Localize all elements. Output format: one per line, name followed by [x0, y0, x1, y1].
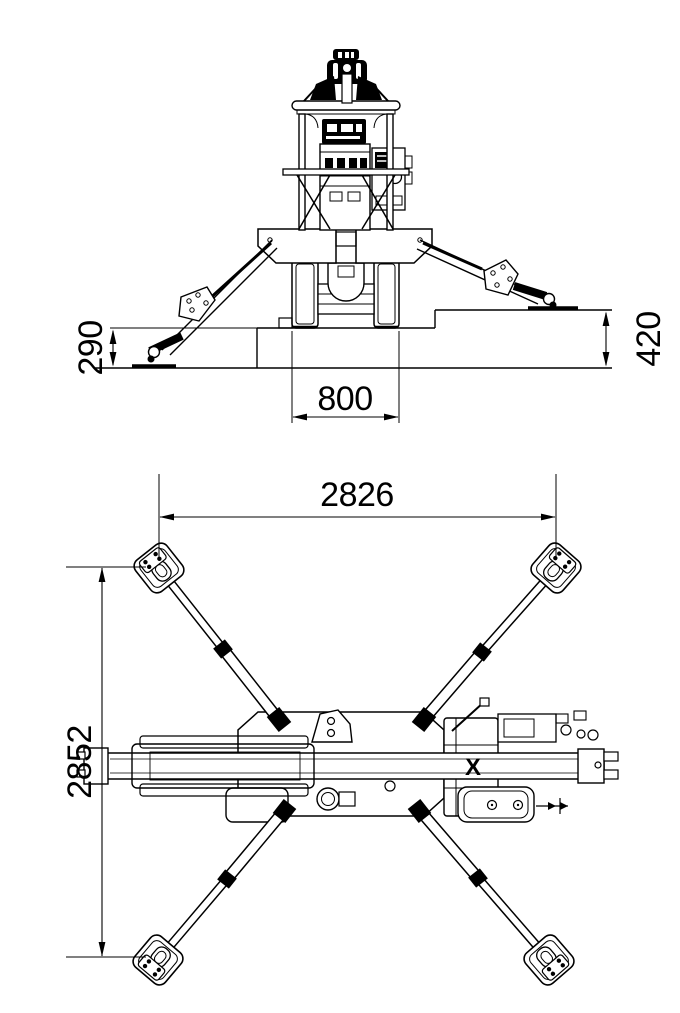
truss-braces — [296, 174, 396, 230]
extension-lines — [158, 474, 557, 560]
arrow-up — [602, 311, 610, 326]
valve-bank — [497, 713, 557, 743]
leg-clamp — [468, 868, 488, 888]
dimension-800: 800 — [291, 331, 400, 423]
dimension-2852: 2852 — [61, 566, 146, 958]
boom-x-mark: X — [465, 754, 481, 781]
front-elevation-view: 290 420 800 — [72, 49, 668, 423]
arrow-right — [384, 413, 399, 421]
dim-290-label: 290 — [72, 320, 110, 375]
plan-view: X — [61, 474, 619, 986]
mast — [319, 143, 371, 231]
leg-clamp — [217, 869, 237, 889]
knee-plate — [178, 286, 216, 322]
dimension-290: 290 — [72, 320, 117, 376]
outrigger-leg-top-left — [166, 579, 292, 732]
slew-ring — [327, 262, 365, 302]
leg-clamp — [213, 639, 233, 659]
arrow-down — [109, 352, 117, 367]
leg-socket — [411, 707, 437, 732]
arrow-down — [98, 942, 106, 957]
arrow-up — [109, 329, 117, 344]
leg-socket — [407, 799, 432, 823]
dim-2852-label: 2852 — [61, 725, 99, 799]
dimension-420: 420 — [602, 311, 668, 367]
dim-2826-label: 2826 — [320, 476, 394, 514]
dimension-2826: 2826 — [158, 474, 557, 560]
arrow-left — [292, 413, 307, 421]
leg-socket — [266, 707, 292, 732]
boom-beam: X — [76, 735, 619, 797]
crawler-tracks — [278, 259, 400, 329]
arrow-left — [159, 513, 174, 521]
step420-outline — [434, 309, 612, 328]
dim-800-label: 800 — [317, 380, 372, 418]
outrigger-leg-bottom-left — [166, 799, 297, 949]
boom-rest — [131, 743, 315, 789]
mid-rail — [282, 168, 410, 176]
knee-plate — [483, 259, 519, 296]
outrigger-front-right — [416, 239, 557, 309]
foot-pad-bottom-left — [132, 934, 184, 986]
beam-left-end — [83, 747, 109, 785]
boom-head — [303, 49, 389, 104]
arrow-up — [98, 567, 106, 582]
arrow-down — [602, 352, 610, 367]
diagonal-rod — [451, 701, 485, 732]
outrigger-front-left — [147, 239, 278, 363]
crane-body — [282, 100, 413, 231]
outrigger-turret — [257, 228, 433, 264]
foot-pad-bottom-right — [523, 934, 575, 986]
leg-socket — [272, 799, 297, 823]
beam-body — [87, 752, 605, 780]
beam-right-clevis — [577, 748, 605, 784]
outrigger-leg-bottom-right — [407, 799, 541, 949]
slew-circle — [316, 787, 340, 811]
leg-clamp — [472, 642, 492, 662]
arrow-right — [541, 513, 556, 521]
extension-lines — [66, 566, 146, 958]
dim-420-label: 420 — [630, 311, 668, 366]
step290-outline — [256, 327, 435, 368]
outrigger-leg-top-right — [411, 579, 548, 732]
leg-cylinder — [512, 282, 548, 300]
extension-lines — [291, 331, 400, 423]
lifting-bracket — [311, 709, 353, 743]
